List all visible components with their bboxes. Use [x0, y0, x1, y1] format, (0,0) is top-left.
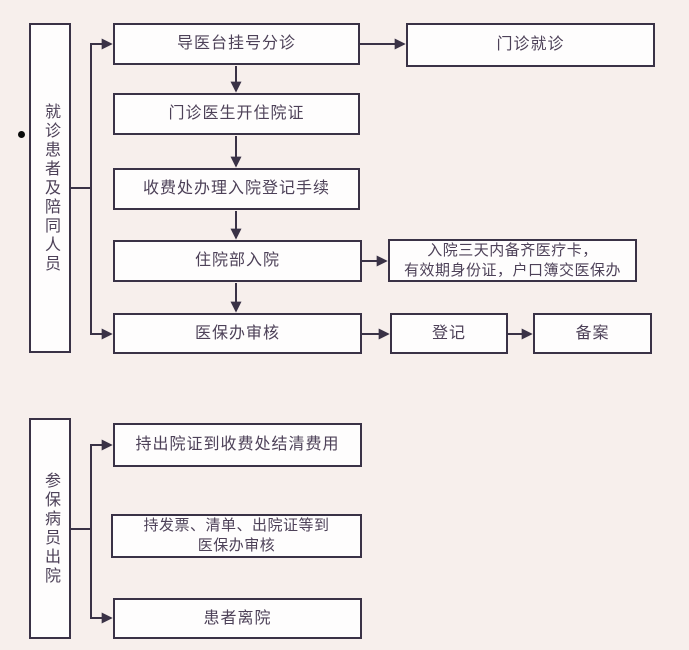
connector-groupB-to-leave	[90, 529, 113, 624]
group-label-admission-patients: 就诊患者及陪同人员	[29, 23, 71, 353]
node-outpatient-visit: 门诊就诊	[406, 23, 655, 67]
connector-groupB-to-settle	[90, 439, 113, 529]
node-register: 登记	[390, 313, 508, 354]
node-record: 备案	[533, 313, 652, 354]
group-label-insured-discharge: 参保病员出院	[29, 418, 71, 639]
node-settle-fees: 持出院证到收费处结清费用	[113, 423, 362, 467]
node-materials-note: 入院三天内备齐医疗卡， 有效期身份证，户口簿交医保办	[388, 239, 637, 282]
group-label-insured-discharge-text: 参保病员出院	[42, 471, 59, 586]
stray-dot	[18, 131, 25, 138]
node-patient-leave: 患者离院	[113, 598, 362, 639]
node-doctor-admission-certificate: 门诊医生开住院证	[113, 93, 360, 135]
node-insurance-office-review: 医保办审核	[113, 313, 362, 354]
node-triage-desk: 导医台挂号分诊	[113, 23, 360, 65]
connector-groupA-to-insurance	[90, 188, 113, 340]
connector-groupA-to-triage	[90, 38, 113, 188]
node-invoice-review: 持发票、清单、出院证等到 医保办审核	[111, 514, 362, 558]
node-inpatient-admission: 住院部入院	[113, 240, 362, 282]
group-label-admission-patients-text: 就诊患者及陪同人员	[42, 102, 59, 274]
node-fee-office-registration: 收费处办理入院登记手续	[113, 168, 360, 210]
